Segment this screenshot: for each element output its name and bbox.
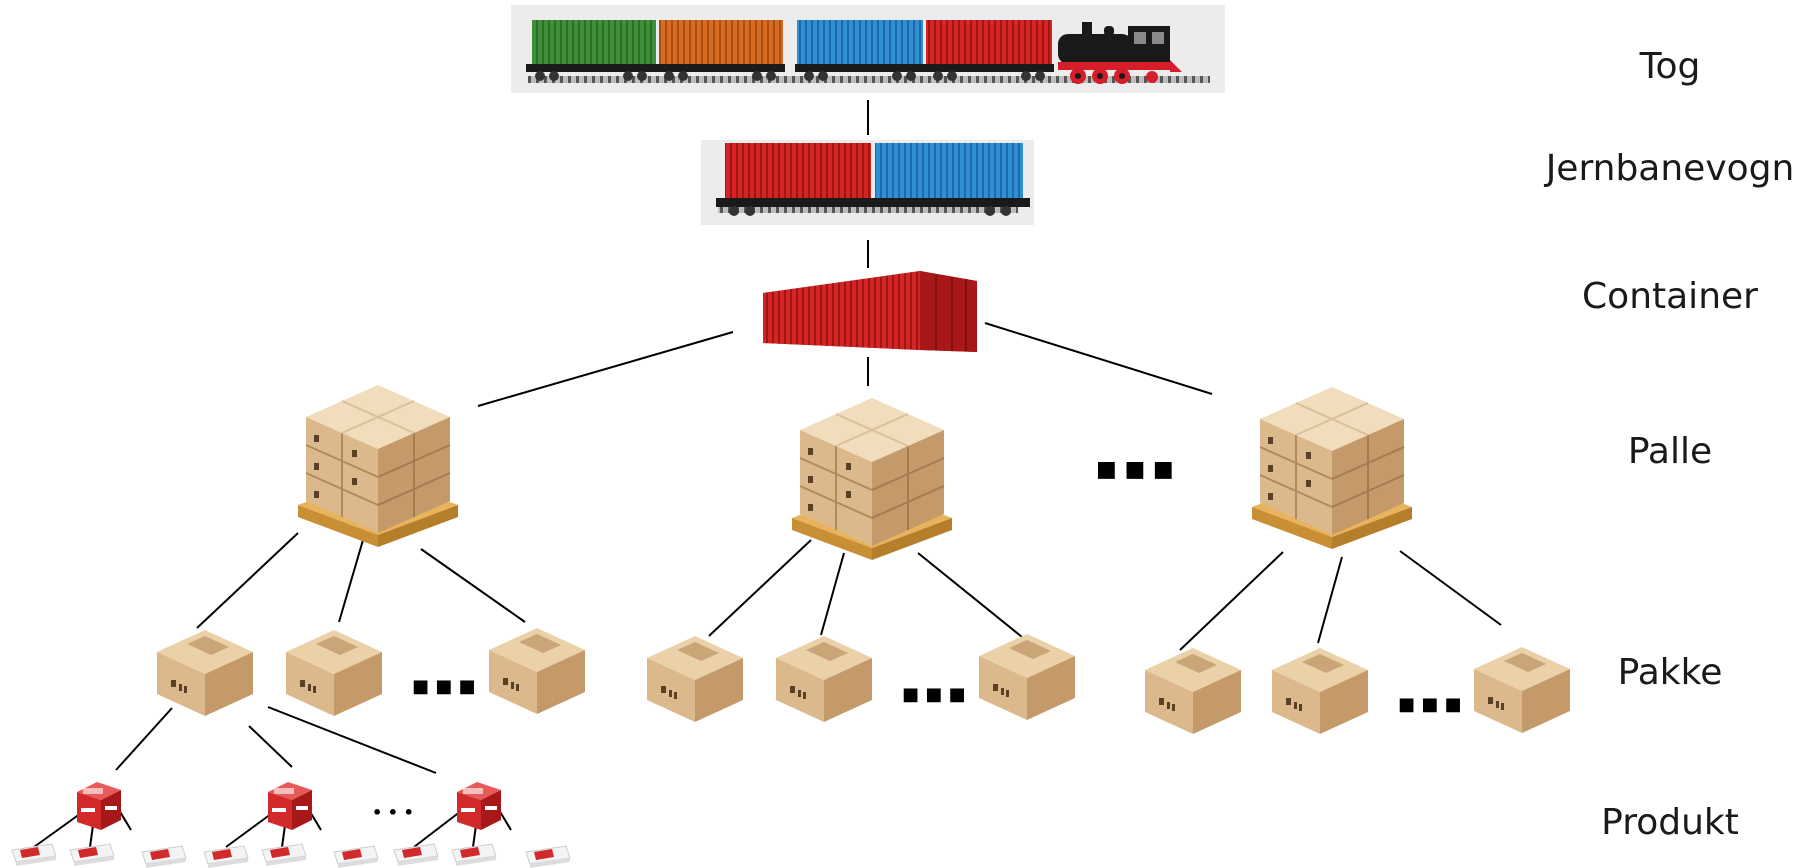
product-item: [11, 843, 57, 867]
container-illustration: [763, 271, 977, 352]
product-item: [333, 845, 379, 868]
product-item: [261, 843, 307, 867]
package-ellipsis-3: ■ ■ ■: [1398, 694, 1462, 715]
product-item: [451, 843, 497, 867]
package-1-1: [157, 630, 253, 716]
pallet-1: [297, 384, 459, 548]
product-item: [525, 845, 571, 868]
pallet-ellipsis: ■ ■ ■: [1096, 457, 1174, 482]
package-1-3: [489, 628, 585, 714]
product-item: [393, 843, 439, 867]
package-2-3: [979, 634, 1075, 720]
package-2-2: [776, 636, 872, 722]
train-illustration: [511, 5, 1225, 93]
level-label-palle: Palle: [1627, 431, 1713, 472]
railcar-illustration: [701, 140, 1034, 225]
pallet-2: [791, 397, 953, 561]
package-2-1: [647, 636, 743, 722]
product-pack-2: [268, 782, 312, 830]
product-pack-3: [457, 782, 501, 830]
locomotive-icon: [1058, 22, 1182, 84]
package-1-2: [286, 630, 382, 716]
product-item: [203, 845, 249, 868]
package-ellipsis-1: ■ ■ ■: [412, 676, 476, 697]
connector-lines: [33, 100, 1502, 848]
package-3-1: [1145, 648, 1241, 734]
package-3-2: [1272, 648, 1368, 734]
level-label-jernbanevogn: Jernbanevogn: [1545, 148, 1795, 189]
level-label-produkt: Produkt: [1601, 802, 1739, 843]
level-label-container: Container: [1582, 276, 1758, 317]
pallet-3: [1251, 386, 1413, 550]
product-item: [141, 845, 187, 868]
package-ellipsis-2: ■ ■ ■: [902, 684, 966, 705]
product-item: [69, 843, 115, 867]
product-ellipsis: • • •: [372, 803, 414, 822]
level-label-tog: Tog: [1639, 46, 1701, 87]
level-label-pakke: Pakke: [1617, 652, 1723, 693]
product-pack-1: [77, 782, 121, 830]
